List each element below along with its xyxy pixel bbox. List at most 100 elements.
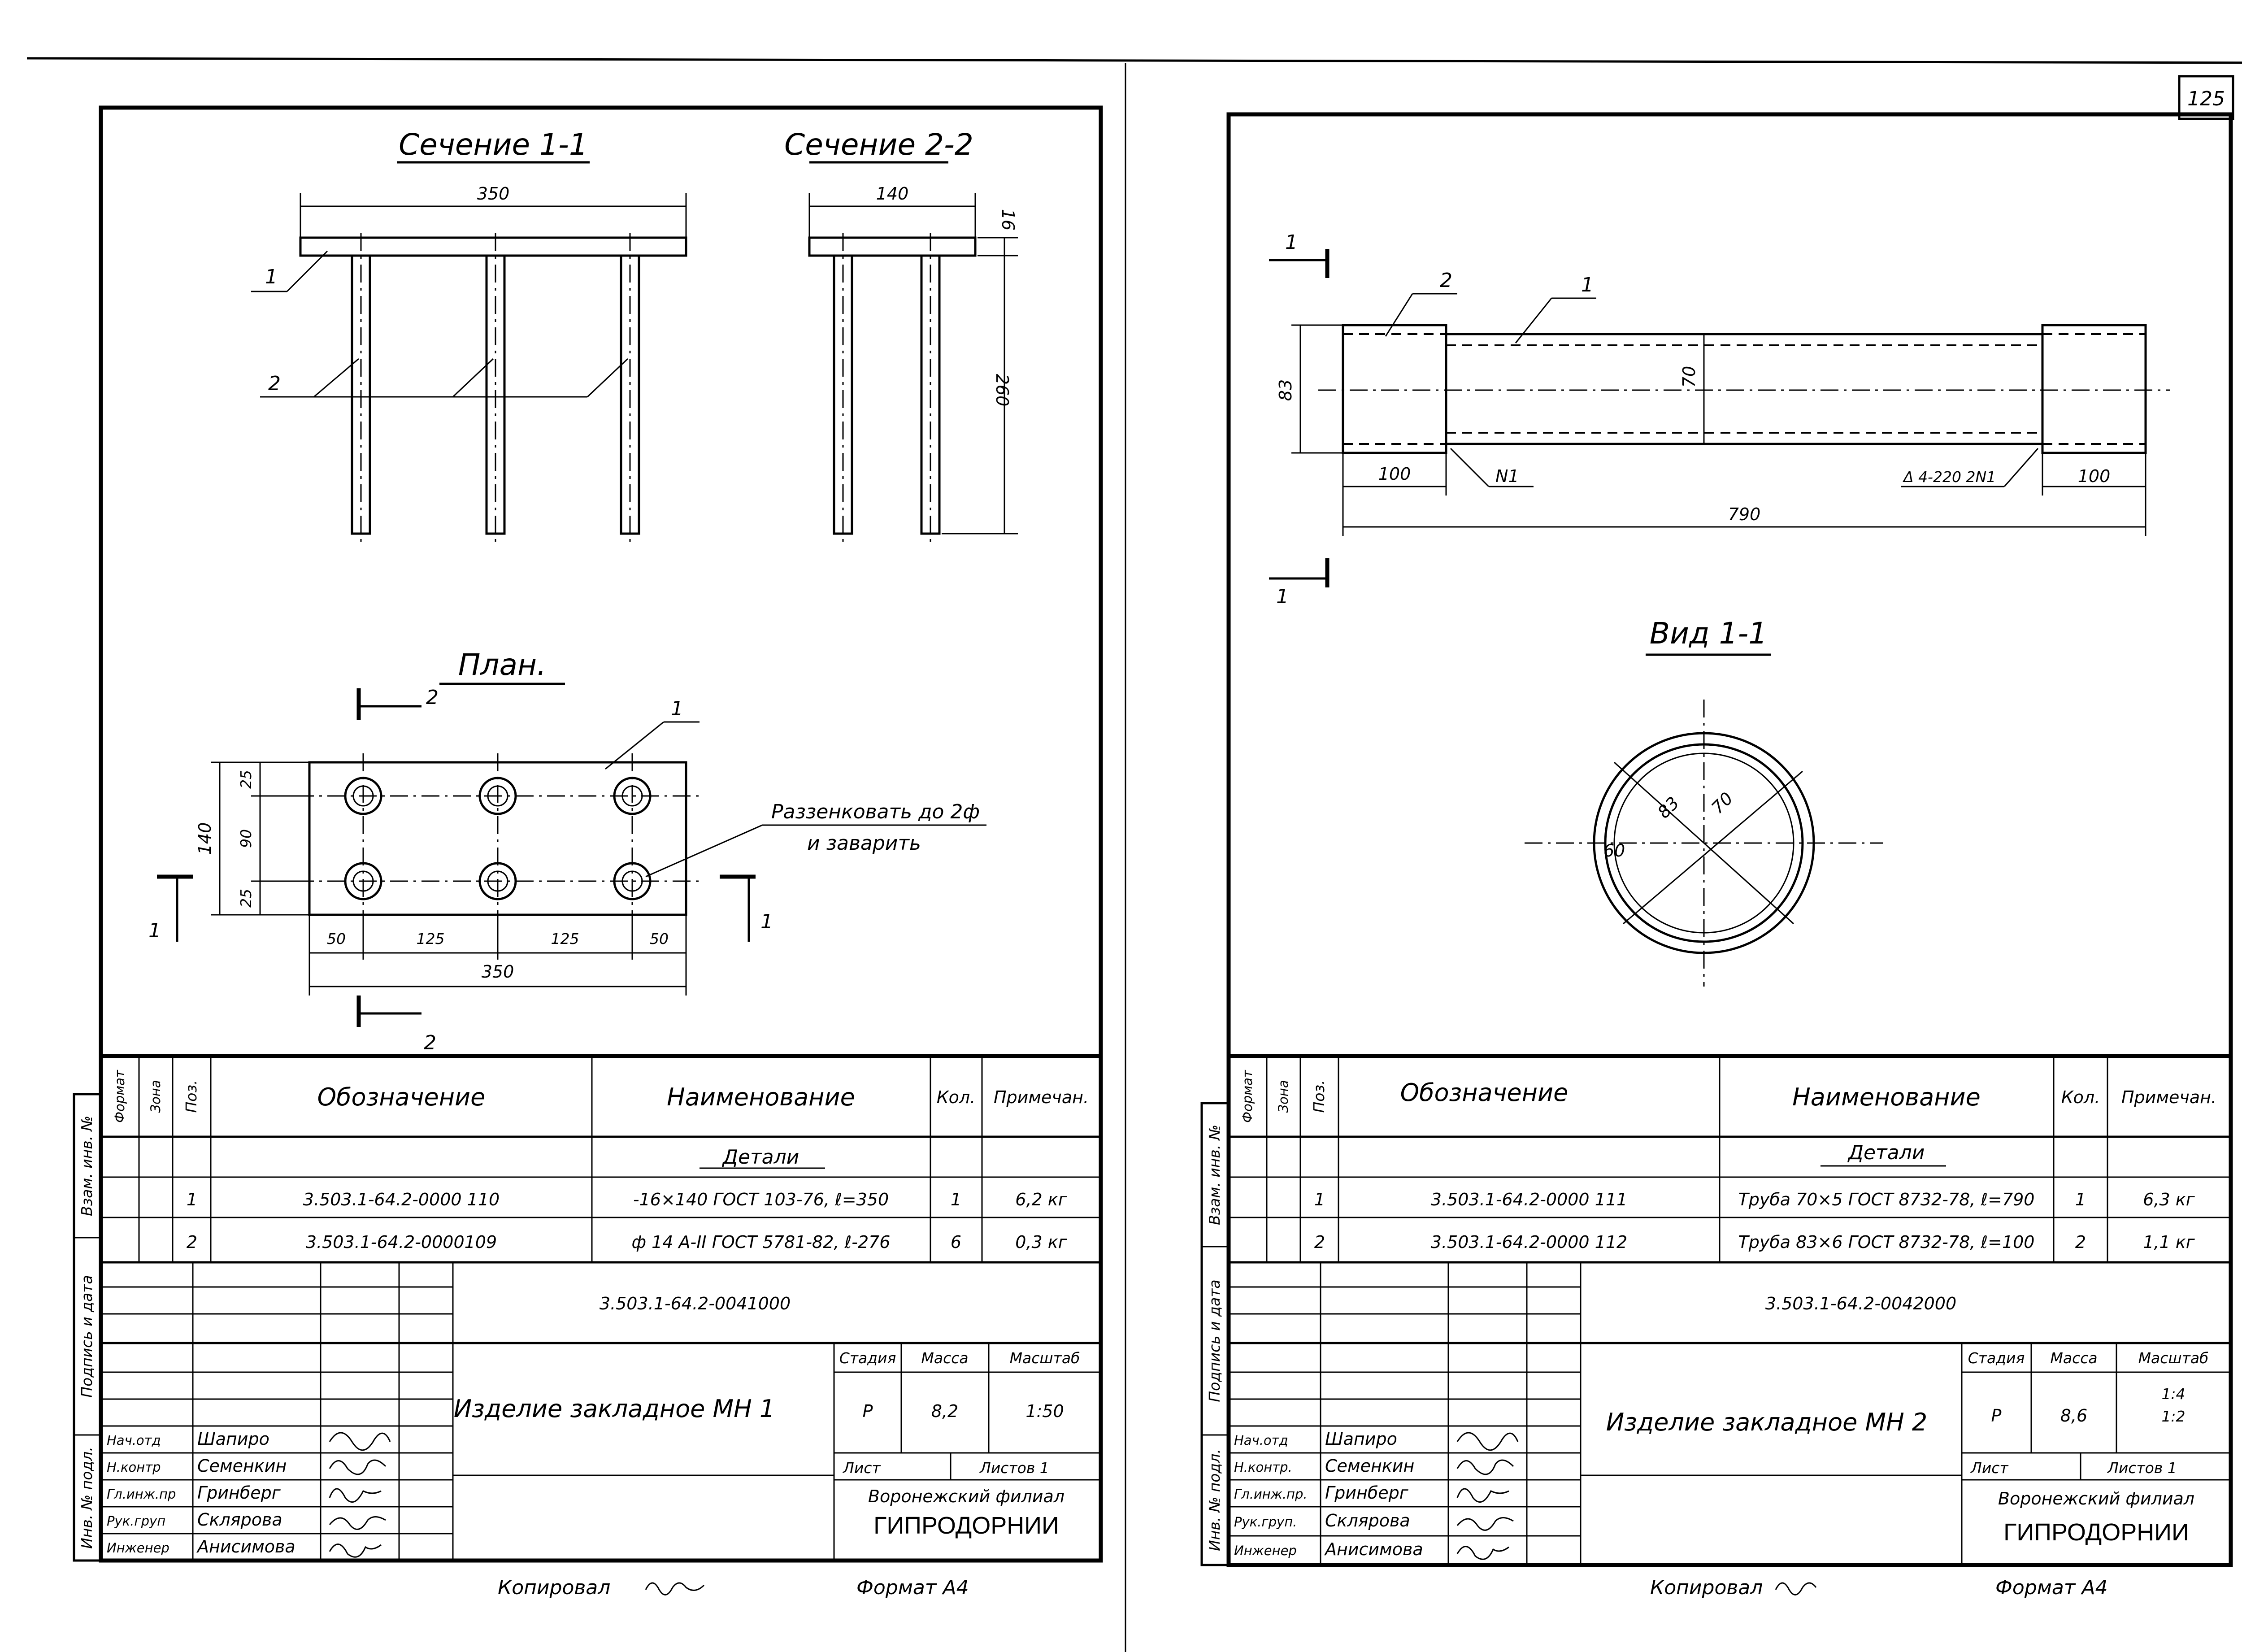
row2-note: 1,1 кг [2143, 1232, 2195, 1252]
role-4: Рук.груп. [1234, 1514, 1297, 1530]
dim-line [1613, 761, 1794, 925]
dim-140: 140 [876, 184, 909, 204]
role-3: Гл.инж.пр [107, 1487, 176, 1502]
hole [478, 777, 517, 815]
right-spec-table: Формат Зона Поз. Обозначение Наименовани… [1229, 1054, 2231, 1264]
name-3: Гринберг [197, 1483, 281, 1503]
hdr-qty: Кол. [2061, 1087, 2100, 1107]
org-line-2: ГИПРОДОРНИИ [873, 1512, 1059, 1539]
signature [1456, 1459, 1514, 1475]
dim-25: 25 [237, 770, 255, 789]
left-side-strip: Взам. инв. № Подпись и дата Инв. № подл. [73, 1093, 102, 1562]
leader [1385, 293, 1413, 337]
dim-25: 25 [237, 889, 255, 908]
hdr-zone: Зона [1276, 1080, 1291, 1113]
hole-inner [352, 785, 374, 807]
dim-125: 125 [417, 930, 445, 948]
hole-inner [621, 870, 643, 892]
row1-designation: 3.503.1-64.2-0000 110 [303, 1190, 500, 1209]
dim-100: 100 [2078, 466, 2111, 486]
plate-section [299, 236, 687, 257]
weld-mark-1: N1 [1495, 466, 1519, 486]
name-1: Шапиро [197, 1429, 269, 1449]
scale-value-1: 1:4 [2161, 1385, 2185, 1403]
signature [1456, 1546, 1509, 1560]
section-2-2: Сечение 2-2 140 16 260 [784, 127, 1018, 543]
mass-value: 8,2 [931, 1401, 958, 1421]
sheet-label: Лист [843, 1459, 881, 1477]
right-sheet: 83 70 100 100 790 N1 Δ 4-220 2N1 2 [1200, 112, 2233, 1599]
callout-2: 2 [268, 372, 281, 395]
dim-260: 260 [992, 374, 1012, 407]
row2-note: 0,3 кг [1015, 1232, 1067, 1252]
dim-16: 16 [998, 209, 1018, 230]
stage-value: Р [863, 1401, 873, 1421]
name-4: Склярова [197, 1510, 282, 1530]
strip-sign-date: Подпись и дата [78, 1275, 96, 1397]
hole-inner [487, 870, 508, 892]
copied-signature [1775, 1582, 1817, 1595]
page-number-box [2178, 75, 2234, 120]
name-4: Склярова [1325, 1511, 1410, 1530]
row1-note: 6,3 кг [2143, 1190, 2195, 1209]
row2-qty: 2 [2075, 1232, 2086, 1252]
role-1: Нач.отд [1234, 1433, 1288, 1448]
circle-dim-60: 60 [1603, 841, 1625, 861]
strip-inv-orig: Инв. № подл. [78, 1447, 96, 1549]
org-line-1: Воронежский филиал [868, 1487, 1065, 1506]
right-side-strip: Взам. инв. № Подпись и дата Инв. № подл. [1200, 1102, 1230, 1566]
doc-code: 3.503.1-64.2-0042000 [1765, 1294, 1956, 1313]
section-1-1: Сечение 1-1 350 1 2 [251, 127, 687, 543]
row2-name: ф 14 А-II ГОСТ 5781-82, ℓ-276 [632, 1232, 891, 1252]
dim-line [1623, 770, 1803, 925]
leader [286, 250, 328, 292]
hole-inner [621, 785, 643, 807]
org-line-1: Воронежский филиал [1998, 1489, 2194, 1509]
leader [313, 358, 359, 398]
row2-designation: 3.503.1-64.2-0000109 [306, 1232, 497, 1252]
right-frame [1226, 112, 2233, 1567]
hdr-name: Наименование [667, 1083, 855, 1111]
row1-note: 6,2 кг [1015, 1190, 1067, 1209]
dim-790: 790 [1728, 504, 1761, 524]
row1-pos: 1 [1314, 1190, 1325, 1209]
hdr-name: Наименование [1792, 1083, 1981, 1111]
hdr-qty: Кол. [937, 1087, 976, 1107]
left-title-block: 3.503.1-64.2-0041000 Изделие закладное М… [101, 1262, 1101, 1561]
role-2: Н.контр. [1234, 1460, 1292, 1475]
row2-pos: 2 [187, 1232, 197, 1252]
signature [329, 1459, 387, 1475]
scale-label: Масштаб [1010, 1349, 1080, 1367]
scale-label: Масштаб [2138, 1349, 2209, 1367]
top-rule [26, 57, 2242, 64]
sheets-label: Листов 1 [979, 1459, 1049, 1477]
hole [344, 862, 382, 900]
hdr-pos: Поз. [1310, 1080, 1328, 1113]
org-line-2: ГИПРОДОРНИИ [2003, 1519, 2189, 1546]
leader [645, 824, 763, 878]
format-label: Формат А4 [856, 1576, 969, 1599]
copied-signature [645, 1582, 705, 1595]
strip-inv-repl: Взам. инв. № [78, 1116, 96, 1216]
right-title-block: 3.503.1-64.2-0042000 Изделие закладное М… [1229, 1262, 2231, 1565]
hole [344, 777, 382, 815]
view-title: Вид 1-1 [1650, 616, 1768, 651]
leader [452, 358, 494, 398]
name-3: Гринберг [1325, 1483, 1409, 1503]
sheets-label: Листов 1 [2107, 1459, 2177, 1477]
dim-140: 140 [195, 822, 215, 855]
left-spec-table: Формат Зона Поз. Обозначение Наименовани… [101, 1054, 1101, 1264]
role-3: Гл.инж.пр. [1234, 1487, 1308, 1502]
signature [329, 1488, 382, 1503]
name-1: Шапиро [1325, 1429, 1397, 1449]
cut-1-bottom: 1 [1276, 585, 1289, 608]
signature [329, 1432, 391, 1451]
mass-value: 8,6 [2060, 1406, 2087, 1426]
sleeve-right [2041, 324, 2147, 454]
row1-pos: 1 [187, 1190, 197, 1209]
hole-inner [352, 870, 374, 892]
name-2: Семенкин [1325, 1456, 1414, 1476]
strip-sign-date: Подпись и дата [1206, 1279, 1223, 1402]
dim-70: 70 [1679, 366, 1699, 387]
dim-350: 350 [482, 962, 514, 982]
